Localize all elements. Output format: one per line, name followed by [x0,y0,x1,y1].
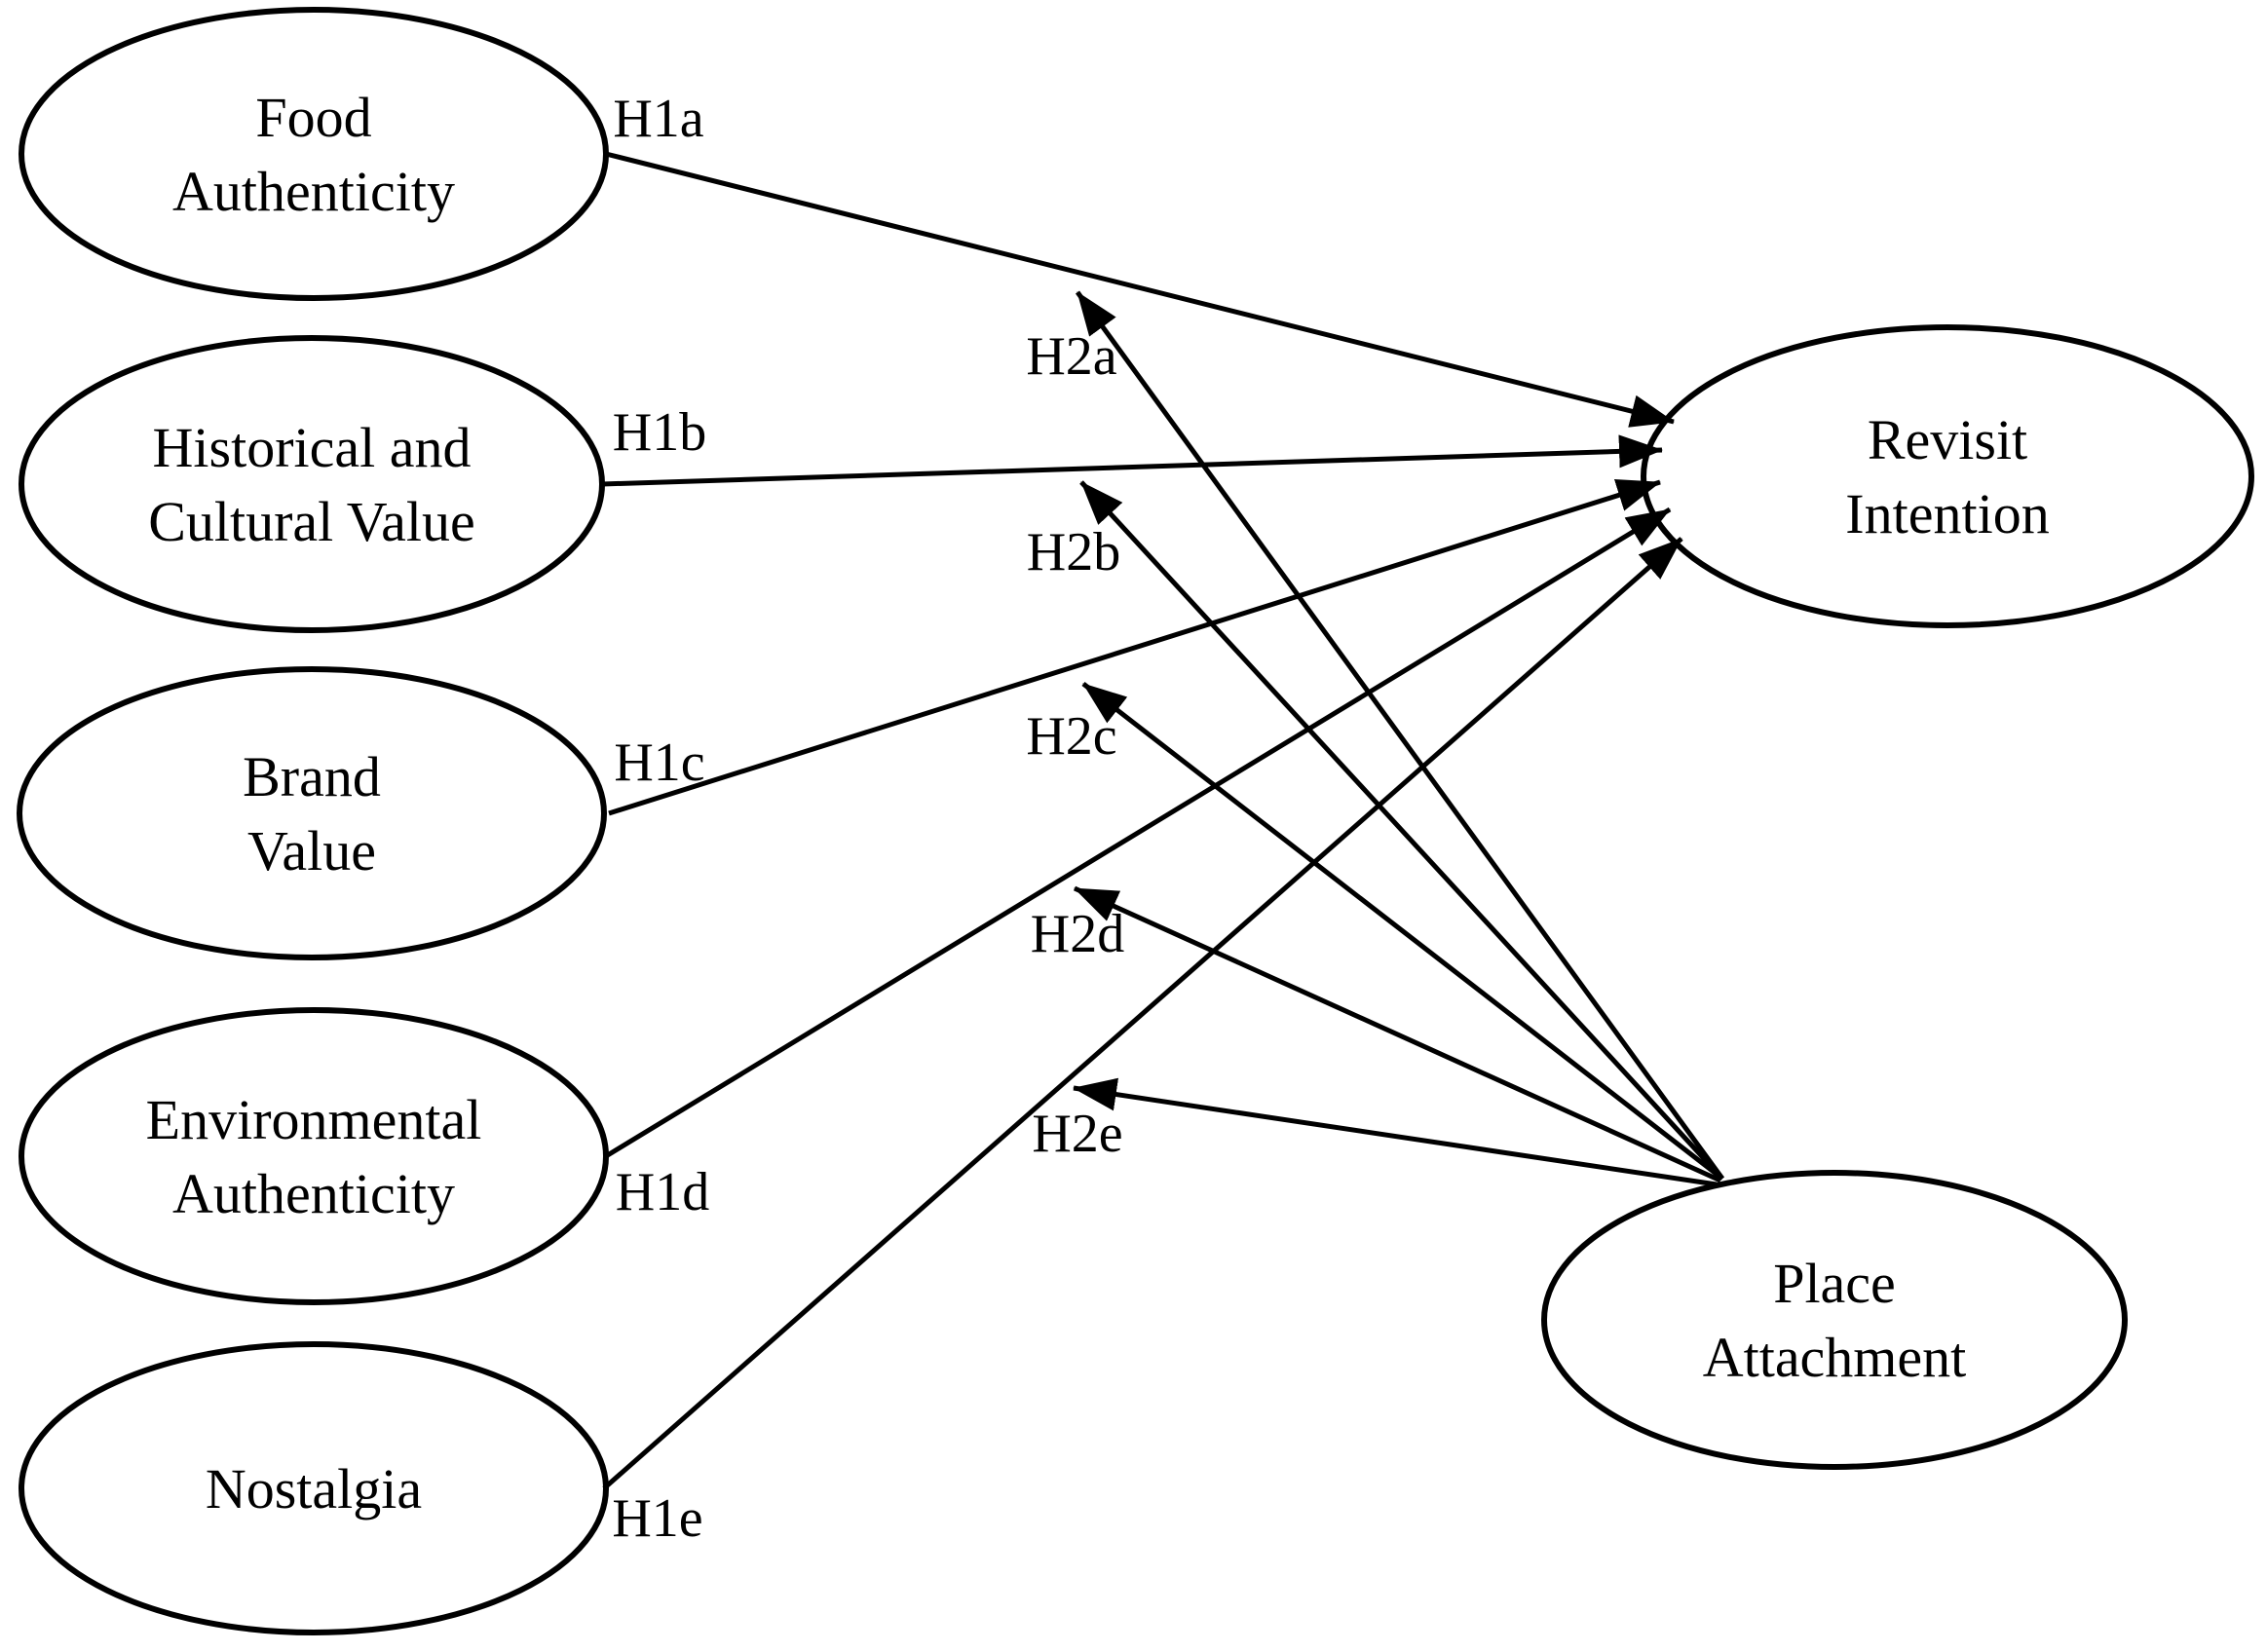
edge-h1b-historical-to-revisit [601,434,1663,487]
label-h1c: H1c [614,732,704,793]
edge-h1d-environmental-to-revisit [604,507,1672,1159]
label-h2c: H2c [1026,706,1116,767]
label-place-attachment-line2: Attachment [1703,1326,1967,1389]
label-h1e: H1e [612,1488,702,1549]
edge-h1a-food-to-revisit [605,151,1675,428]
label-historical-cultural-line2: Cultural Value [148,490,475,553]
label-nostalgia: Nostalgia [206,1457,422,1521]
label-food-authenticity-line2: Authenticity [172,160,455,223]
node-place-attachment [1541,1170,2128,1470]
node-revisit-intention [1641,324,2254,628]
label-h2e: H2e [1032,1104,1122,1164]
label-h1b: H1b [613,402,706,463]
edge-h1e-nostalgia-to-revisit [602,537,1683,1490]
label-h1d: H1d [616,1162,709,1222]
label-environmental-line1: Environmental [146,1088,482,1151]
edge-h2e-place-to-h1e-path [1073,1077,1718,1187]
edge-h2c-place-to-h1c-path [1081,682,1724,1181]
label-brand-value-line2: Value [247,819,376,882]
node-historical-cultural-value [19,335,605,633]
label-environmental-line2: Authenticity [172,1162,455,1225]
edge-h2d-place-to-h1d-path [1073,885,1722,1183]
label-h2b: H2b [1027,522,1120,582]
label-brand-value-line1: Brand [243,745,381,808]
label-revisit-intention-line1: Revisit [1868,408,2027,471]
node-environmental-authenticity [19,1007,609,1305]
label-historical-cultural-line1: Historical and [153,416,472,479]
label-revisit-intention-line2: Intention [1845,482,2049,545]
label-h2a: H2a [1026,326,1116,387]
node-brand-value [17,666,607,960]
label-h2d: H2d [1031,904,1124,964]
edge-h1c-brand-to-revisit [608,479,1661,816]
label-food-authenticity-line1: Food [255,86,371,149]
label-h1a: H1a [613,89,703,149]
edge-h2a-place-to-h1a-path [1075,290,1725,1181]
edge-h2b-place-to-h1b-path [1079,480,1724,1181]
node-food-authenticity [19,7,609,301]
label-place-attachment-line1: Place [1773,1252,1896,1315]
